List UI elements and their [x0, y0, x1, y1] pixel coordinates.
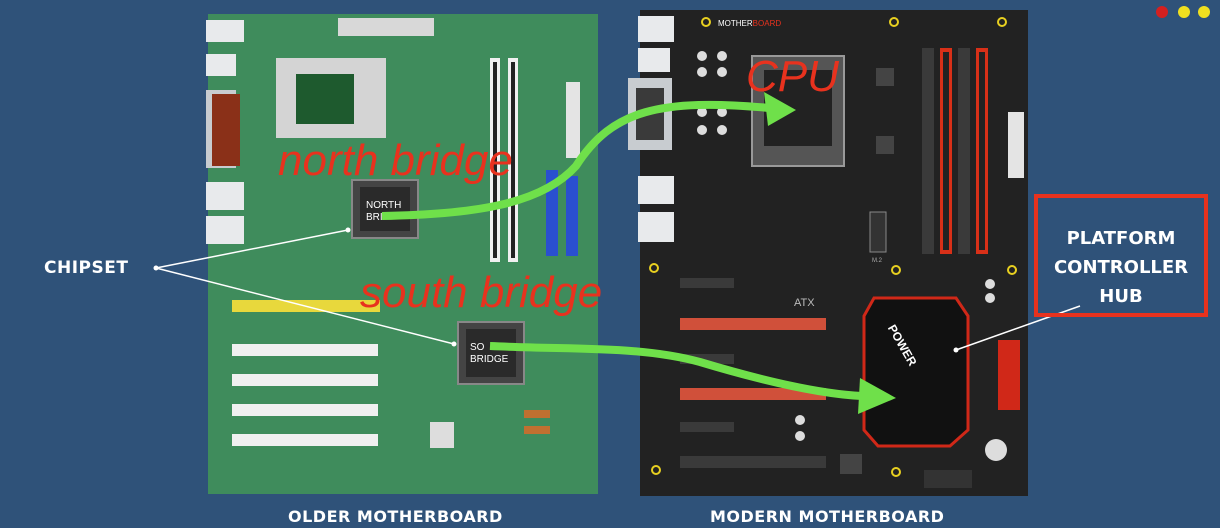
- m2-label: M.2: [872, 258, 883, 264]
- chipset-pointer-lines: [153, 227, 1081, 353]
- south-bridge-chip: SO BRIDGE: [457, 321, 525, 385]
- atx-label: ATX: [794, 297, 815, 309]
- platform-controller-hub-label: PLATFORM CONTROLLER HUB: [1053, 228, 1189, 307]
- older-motherboard: NORTH BRI SO BRIDGE: [206, 14, 598, 494]
- arrow-south-bridge-to-pch: [489, 342, 896, 414]
- north-bridge-annotation: north bridge: [278, 136, 513, 185]
- window-controls: [1156, 6, 1210, 18]
- south-bridge-chip-label-2: BRIDGE: [470, 354, 509, 365]
- north-bridge-chip-label-2: BRI: [366, 212, 383, 223]
- older-motherboard-caption: OLDER MOTHERBOARD: [288, 507, 503, 526]
- south-bridge-annotation: south bridge: [360, 268, 603, 317]
- modern-motherboard-caption: MODERN MOTHERBOARD: [710, 507, 945, 526]
- modern-brand-label: MOTHERBOARD: [718, 19, 781, 28]
- north-bridge-chip-label-1: NORTH: [366, 200, 401, 211]
- cpu-annotation: CPU: [746, 52, 839, 101]
- arrow-north-bridge-to-cpu: [381, 92, 796, 220]
- power-chipset-heatsink: POWER: [862, 296, 970, 448]
- north-bridge-chip: NORTH BRI: [351, 179, 419, 239]
- south-bridge-chip-label-1: SO: [470, 342, 485, 353]
- modern-motherboard: MOTHERBOARD M.2 A: [628, 10, 1028, 496]
- chipset-label: CHIPSET: [44, 258, 129, 278]
- platform-controller-hub-box: PLATFORM CONTROLLER HUB: [1034, 194, 1208, 317]
